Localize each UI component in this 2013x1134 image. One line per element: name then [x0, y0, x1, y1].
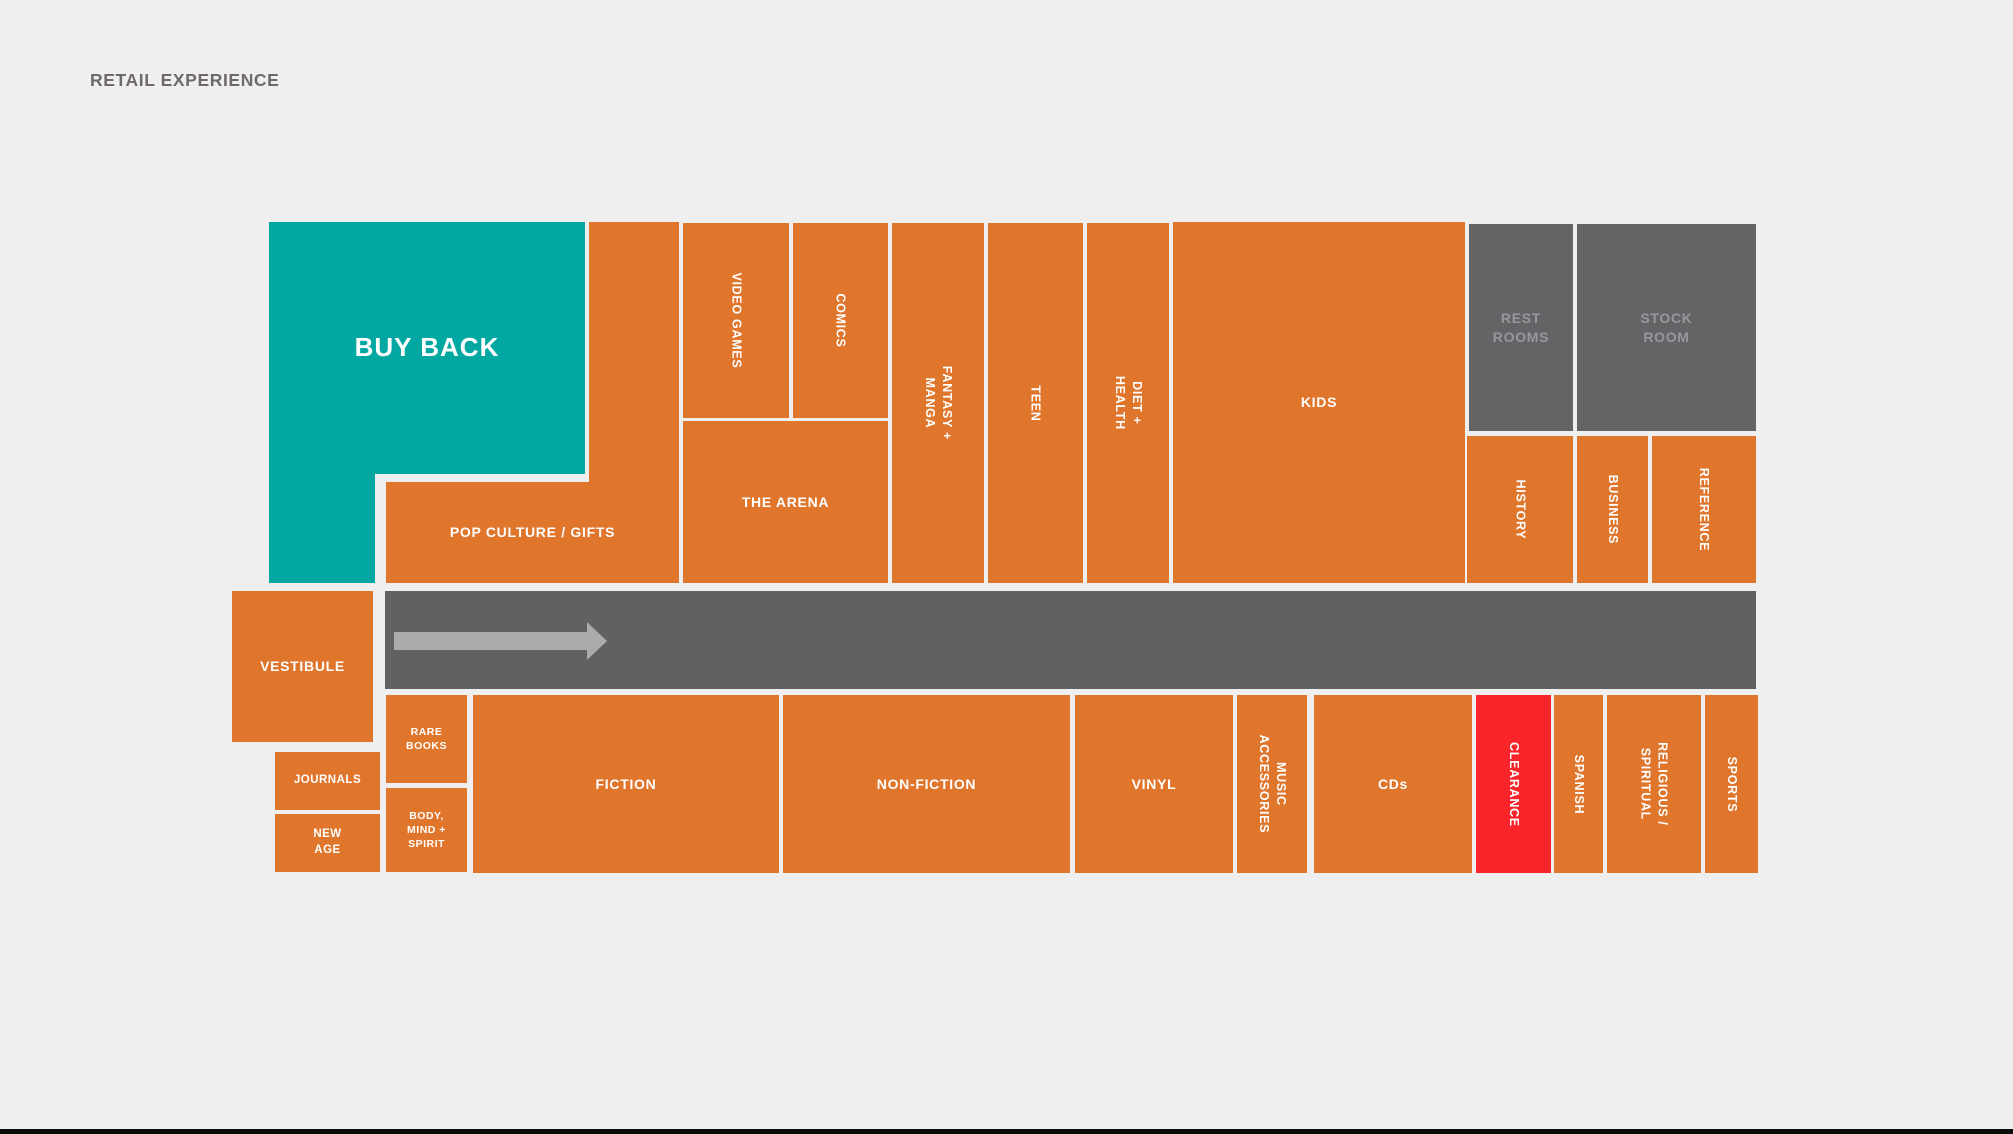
direction-arrow-icon	[394, 622, 607, 660]
room-new-age: NEW AGE	[275, 814, 380, 872]
room-journals: JOURNALS	[275, 752, 380, 810]
room-label: RELIGIOUS / SPIRITUAL	[1639, 742, 1670, 826]
room-reference: REFERENCE	[1652, 436, 1756, 583]
room-label: POP CULTURE / GIFTS	[449, 524, 616, 541]
room-clearance: CLEARANCE	[1476, 695, 1551, 873]
room-spanish: SPANISH	[1554, 695, 1603, 873]
room-vestibule: VESTIBULE	[232, 591, 373, 742]
room-label: FICTION	[595, 775, 657, 792]
room-label: VINYL	[1131, 775, 1177, 792]
room-label: SPORTS	[1724, 756, 1739, 812]
room-teen: TEEN	[988, 223, 1083, 583]
room-rest-rooms: REST ROOMS	[1469, 224, 1573, 431]
room-label: NON-FICTION	[876, 775, 977, 792]
room-label: REFERENCE	[1697, 467, 1712, 552]
room-body-mind-spirit: BODY, MIND + SPIRIT	[386, 788, 467, 872]
room-label: NEW AGE	[313, 828, 342, 856]
room-label: MUSIC ACCESSORIES	[1257, 734, 1288, 834]
room-music-accessories: MUSIC ACCESSORIES	[1237, 695, 1307, 873]
room-label: RARE BOOKS	[405, 725, 447, 752]
room-label: BUSINESS	[1605, 474, 1620, 545]
room-label: COMICS	[833, 293, 848, 348]
room-the-arena: THE ARENA	[683, 421, 888, 583]
room-stock-room: STOCK ROOM	[1577, 224, 1756, 431]
room-label: CDs	[1377, 775, 1409, 792]
room-label: DIET + HEALTH	[1113, 376, 1144, 430]
room-business: BUSINESS	[1577, 436, 1648, 583]
room-kids: KIDS	[1173, 222, 1465, 583]
room-fiction: FICTION	[473, 695, 779, 873]
corridor	[385, 591, 1756, 689]
room-label: TEEN	[1028, 384, 1043, 422]
room-label: CLEARANCE	[1506, 741, 1521, 827]
room-video-games: VIDEO GAMES	[683, 223, 789, 418]
page-title: RETAIL EXPERIENCE	[90, 70, 280, 90]
room-label: KIDS	[1300, 394, 1338, 411]
room-label: SPANISH	[1571, 754, 1586, 814]
room-comics: COMICS	[793, 223, 888, 418]
room-label: HISTORY	[1513, 479, 1528, 540]
room-label: THE ARENA	[741, 493, 830, 510]
room-cds: CDs	[1314, 695, 1472, 873]
room-fantasy-manga: FANTASY + MANGA	[892, 223, 984, 583]
room-religious-spiritual: RELIGIOUS / SPIRITUAL	[1607, 695, 1701, 873]
room-label: JOURNALS	[293, 774, 362, 787]
room-non-fiction: NON-FICTION	[783, 695, 1070, 873]
room-vinyl: VINYL	[1075, 695, 1233, 873]
room-label: BODY, MIND + SPIRIT	[407, 809, 446, 851]
room-diet-health: DIET + HEALTH	[1087, 223, 1169, 583]
room-sports: SPORTS	[1705, 695, 1758, 873]
room-label: REST ROOMS	[1492, 309, 1550, 345]
room-label: BUY BACK	[354, 332, 500, 363]
room-label: STOCK ROOM	[1640, 309, 1693, 345]
room-label: VIDEO GAMES	[729, 272, 744, 369]
room-label: VESTIBULE	[260, 658, 345, 675]
room-history: HISTORY	[1467, 436, 1573, 583]
room-label: FANTASY + MANGA	[923, 365, 954, 441]
room-rare-books: RARE BOOKS	[386, 695, 467, 783]
bottom-edge-bar	[0, 1129, 2013, 1134]
